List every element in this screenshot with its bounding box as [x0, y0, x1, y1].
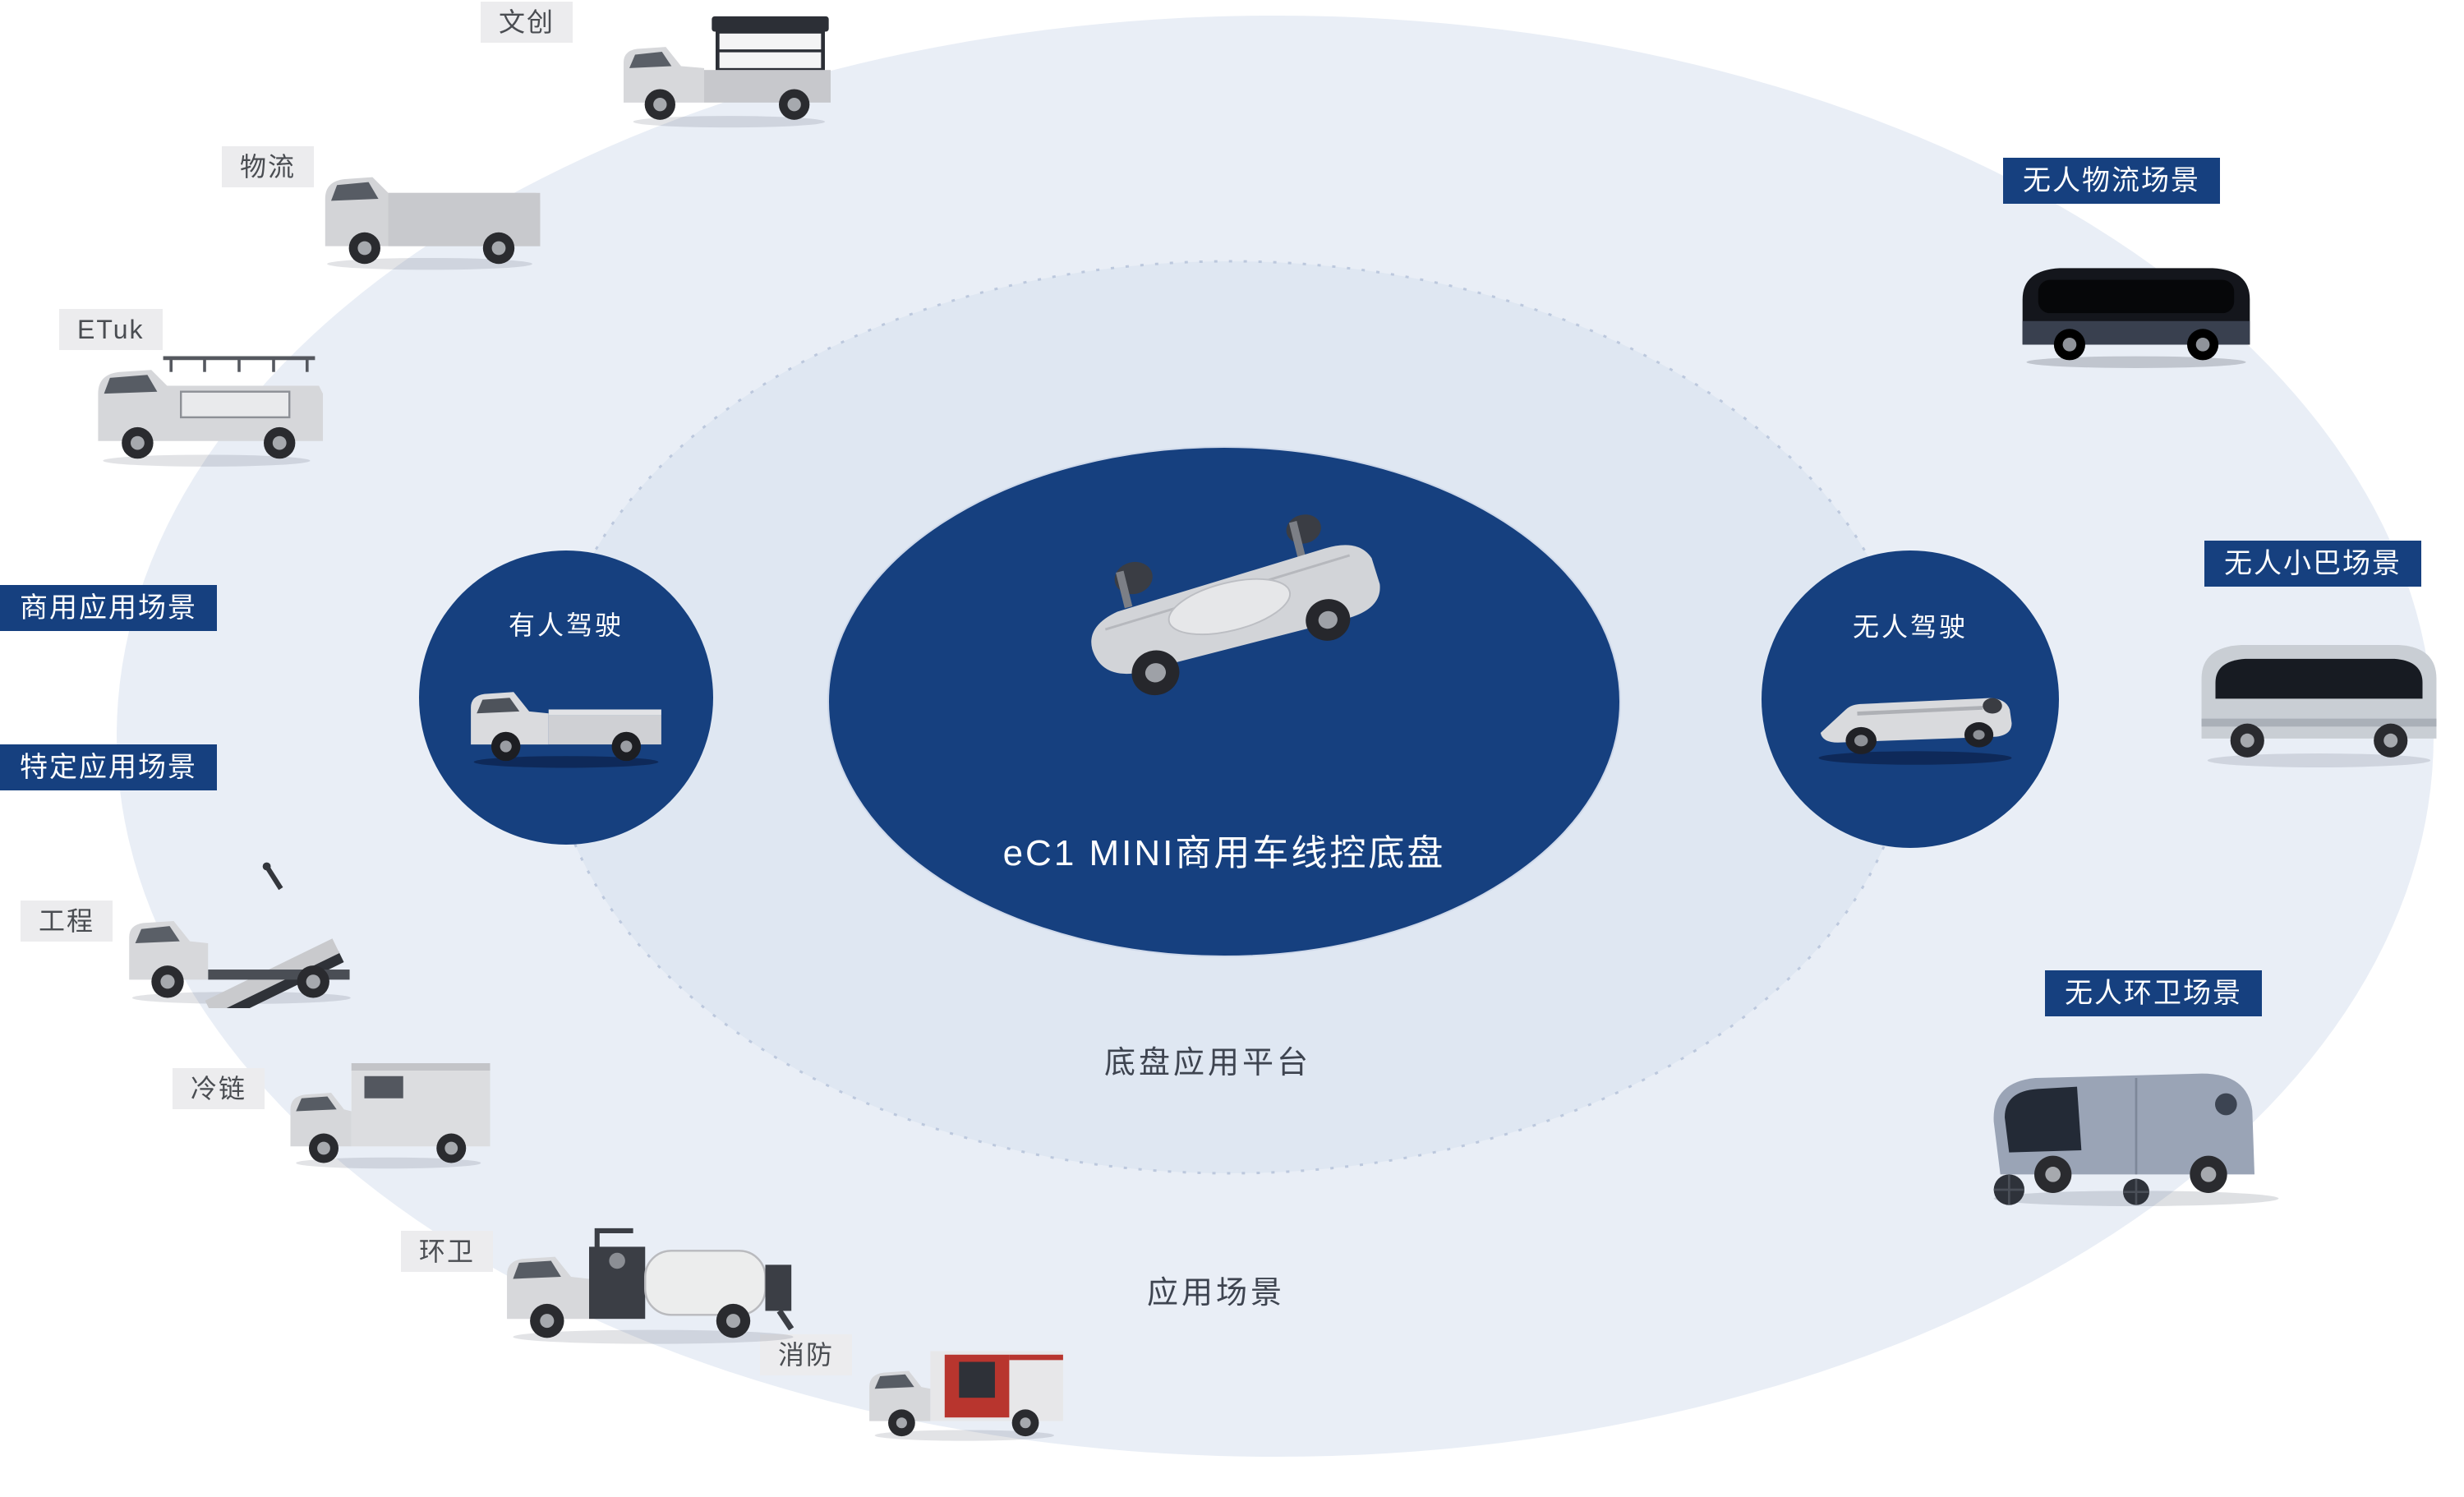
manned-driving-label: 有人驾驶	[508, 610, 624, 640]
label-sanitation: 环卫	[401, 1231, 494, 1272]
label-creative: 文创	[481, 2, 573, 43]
center-chassis-title: eC1 MINI商用车线控底盘	[1002, 833, 1446, 873]
center-chassis-image	[1023, 481, 1425, 744]
unmanned-driving-label: 无人驾驶	[1852, 612, 1968, 642]
unmanned-driving-circle	[1762, 550, 2059, 848]
manned-pickup-image	[458, 659, 674, 771]
etuk-van-image	[86, 335, 333, 471]
label-coldchain: 冷链	[173, 1068, 265, 1109]
badge-unmanned-minibus: 无人小巴场景	[2204, 541, 2421, 587]
scenario-ring-label: 应用场景	[1146, 1276, 1285, 1310]
label-fire: 消防	[760, 1334, 853, 1375]
unmanned-sweeper-image	[1968, 1045, 2305, 1209]
label-engineering: 工程	[21, 901, 113, 942]
unmanned-minibus-image	[2190, 626, 2448, 772]
logistics-van-image	[311, 150, 549, 273]
unmanned-chassis-image	[1799, 662, 2031, 771]
badge-unmanned-logistics: 无人物流场景	[2003, 158, 2220, 204]
unmanned-logistics-van-image	[2009, 248, 2264, 371]
badge-unmanned-sanitation: 无人环卫场景	[2045, 970, 2262, 1016]
engineering-dump-truck-image	[115, 856, 378, 1008]
label-etuk: ETuk	[59, 309, 163, 350]
center-ellipse	[827, 446, 1621, 957]
sanitation-truck-image	[493, 1206, 813, 1347]
fire-truck-image	[859, 1328, 1074, 1444]
platform-ring-label: 底盘应用平台	[1103, 1046, 1311, 1080]
coldchain-van-image	[279, 1042, 501, 1173]
badge-commercial-scenarios: 商用应用场景	[0, 585, 217, 631]
creative-truck-image	[612, 7, 842, 131]
label-logistics: 物流	[222, 146, 315, 187]
badge-specific-scenarios: 特定应用场景	[0, 744, 217, 790]
manned-driving-circle	[419, 550, 713, 845]
